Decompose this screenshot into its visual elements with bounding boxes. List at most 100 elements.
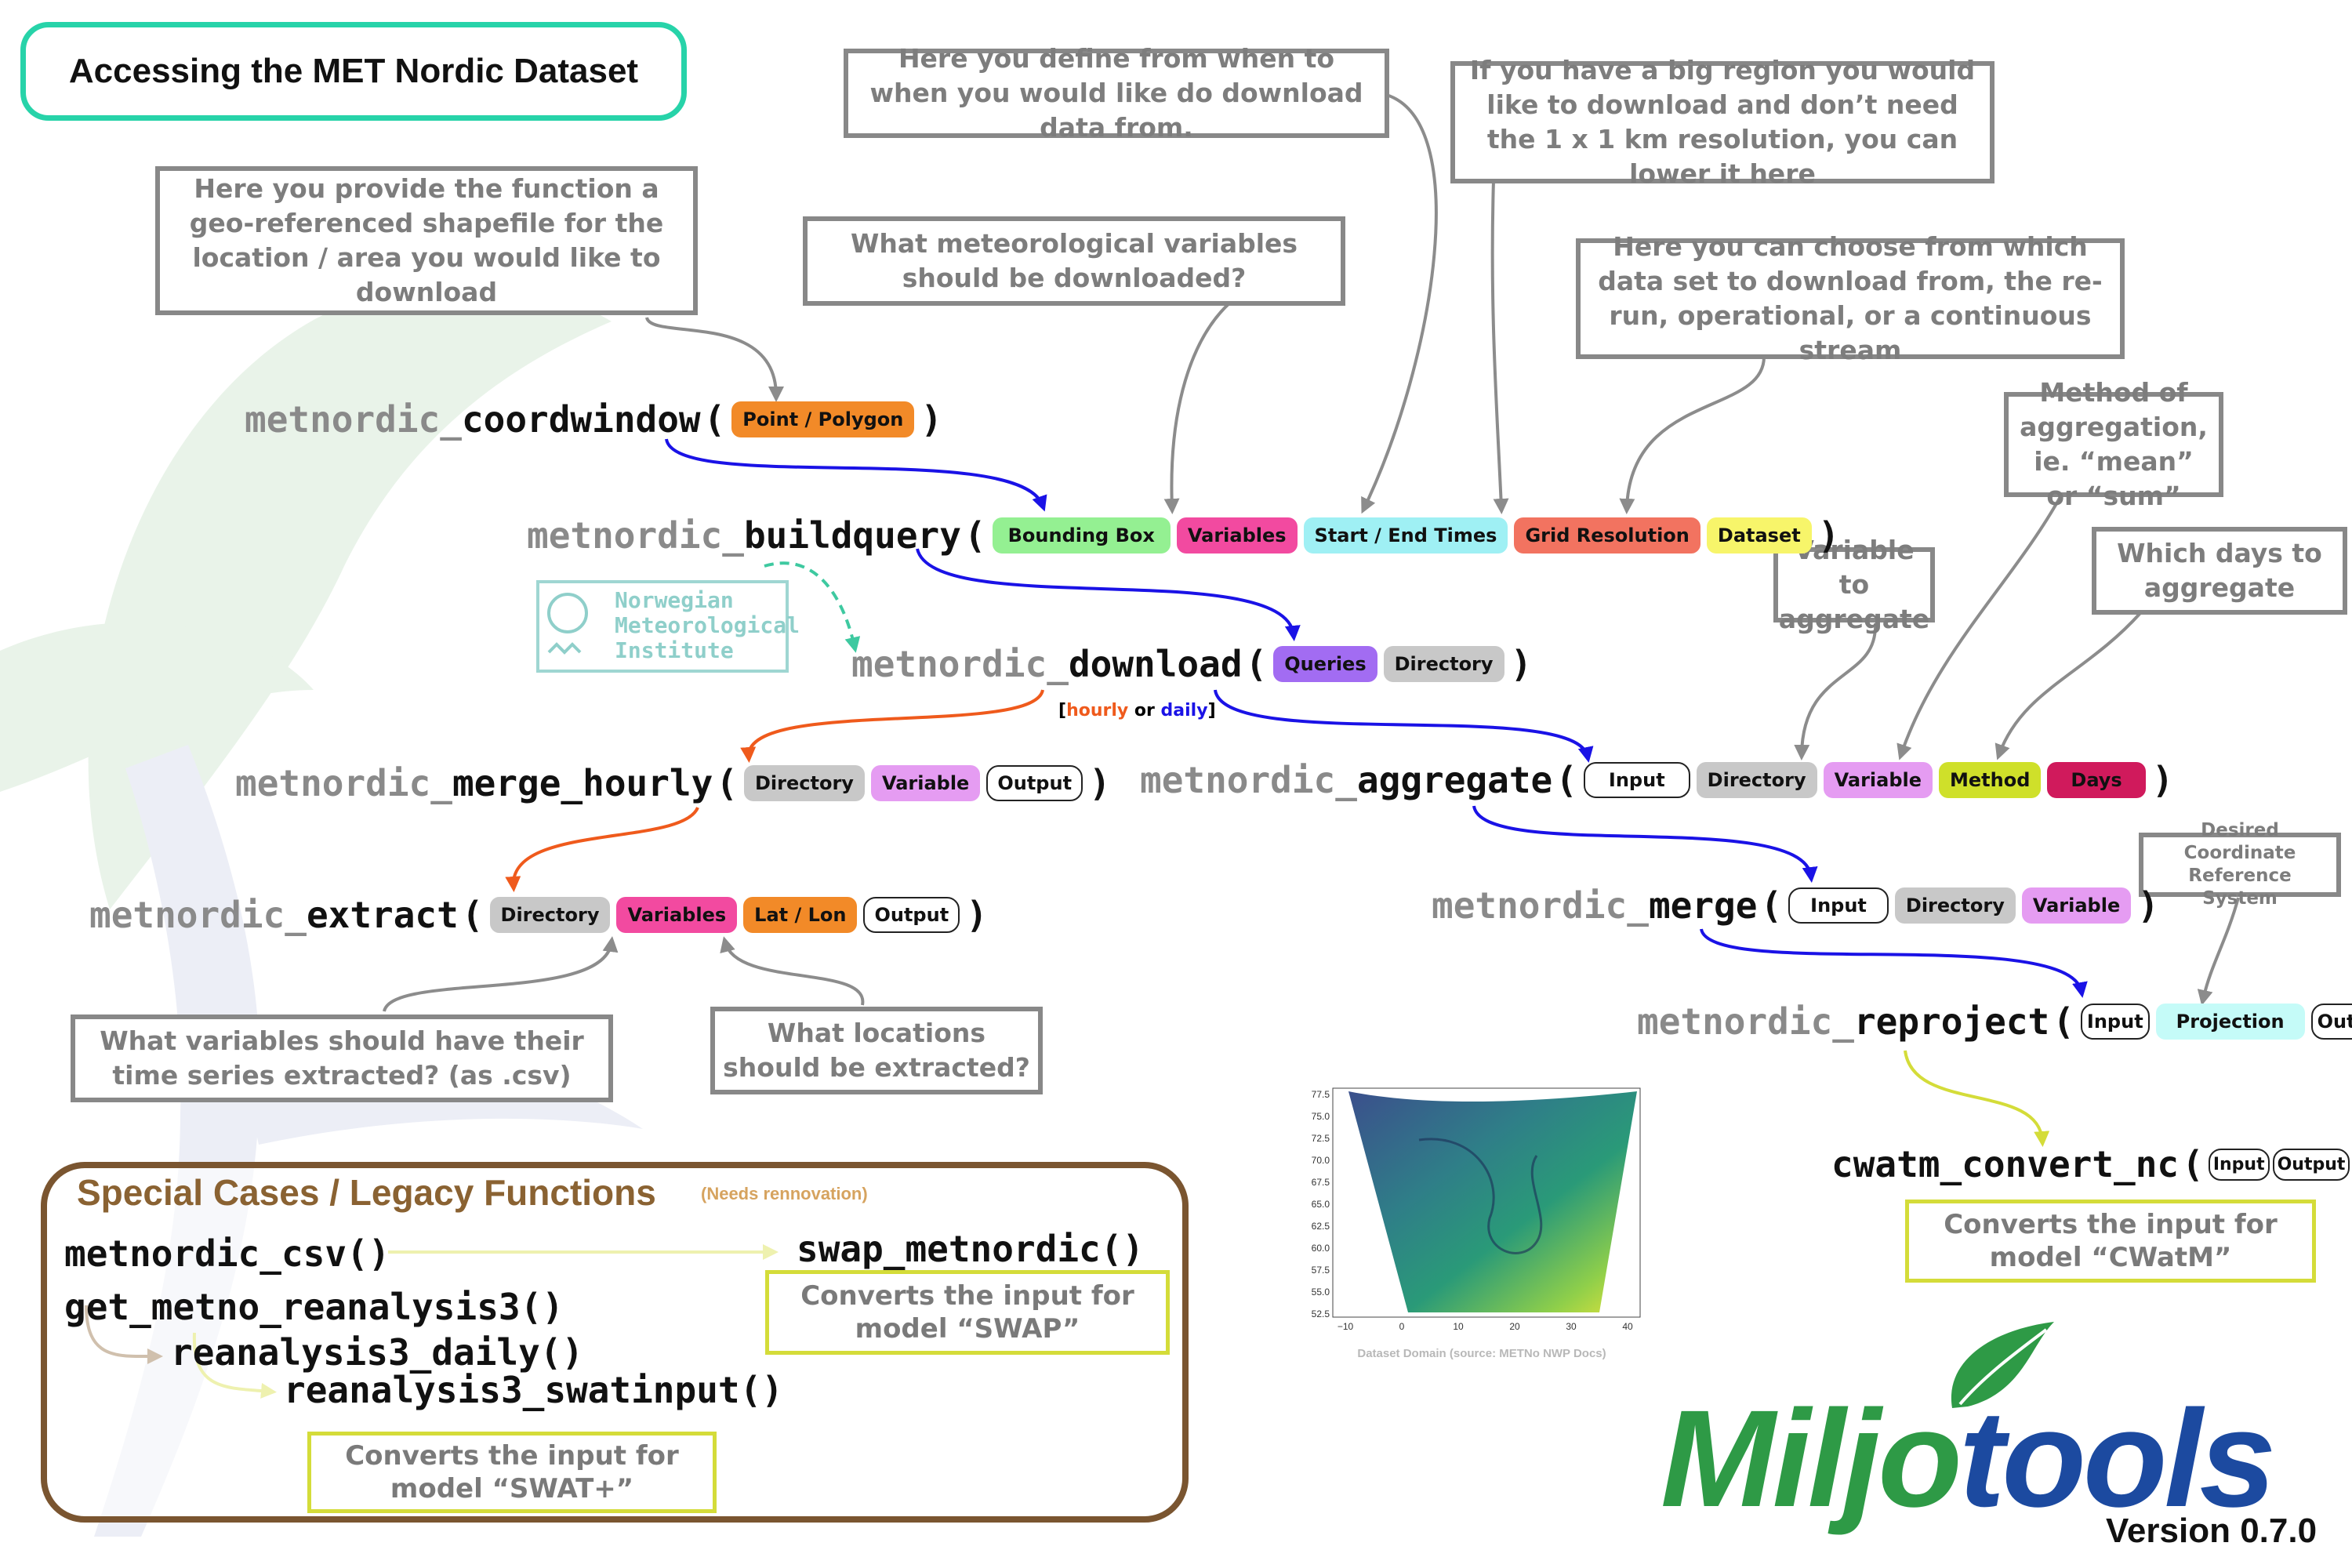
fn-metnordic-csv: metnordic_csv()	[64, 1232, 390, 1275]
map-y-tick: 67.5	[1312, 1177, 1330, 1188]
arg-input: Input	[2080, 1004, 2150, 1040]
arg-directory: Directory	[1383, 646, 1504, 682]
met-institute-logo: Norwegian Meteorological Institute	[536, 580, 800, 673]
met-logo-line3: Institute	[615, 637, 734, 663]
note-arrow-shapefile	[645, 317, 784, 402]
swat-note: Converts the input for model “SWAT+”	[307, 1432, 717, 1513]
map-y-tick: 77.5	[1312, 1089, 1330, 1100]
note-arrow-agg-variable	[1794, 622, 1878, 760]
arrow-buildquery-to-download	[916, 548, 1301, 641]
fn-buildquery: metnordic_buildquery( Bounding Box Varia…	[527, 514, 1840, 557]
arrow-aggregate-to-merge	[1472, 805, 1818, 883]
arg-input: Input	[1788, 887, 1889, 924]
fn-prefix: metnordic_	[235, 762, 452, 804]
note-extract-vars: What variables should have their time se…	[71, 1014, 613, 1102]
page-title: Accessing the MET Nordic Dataset	[20, 22, 687, 121]
arg-output: Output	[2272, 1148, 2350, 1181]
note-shapefile: Here you provide the function a geo-refe…	[155, 166, 698, 315]
legacy-title: Special Cases / Legacy Functions	[77, 1172, 656, 1213]
note-days: Which days to aggregate	[2092, 527, 2347, 615]
map-y-tick: 55.0	[1312, 1287, 1330, 1298]
arrow-coordwindow-to-buildquery	[665, 438, 1047, 512]
fn-cwatm-convert: cwatm_convert_nc( Input Output )	[1831, 1143, 2352, 1185]
note-arrow-days	[1994, 612, 2142, 760]
map-y-tick: 57.5	[1312, 1265, 1330, 1276]
note-method: Method of aggregation, ie. “mean” or “su…	[2004, 377, 2223, 511]
freq-or: or	[1134, 701, 1155, 720]
version-label: Version 0.7.0	[2106, 1512, 2318, 1550]
fn-get-metno-reanalysis3: get_metno_reanalysis3()	[64, 1286, 564, 1328]
arrow-download-to-aggregate	[1214, 689, 1594, 763]
map-caption: Dataset Domain (source: METNo NWP Docs)	[1357, 1347, 1606, 1360]
map-y-tick: 62.5	[1312, 1221, 1330, 1232]
note-arrow-time	[1361, 93, 1438, 514]
freq-daily: daily	[1160, 701, 1208, 720]
arg-input: Input	[1583, 762, 1690, 798]
map-x-tick: 20	[1509, 1321, 1520, 1332]
note-variables: What meteorological variables should be …	[803, 216, 1345, 306]
fn-prefix: metnordic_	[1637, 1000, 1854, 1043]
fn-name: merge_hourly	[452, 762, 713, 804]
arg-output: Output	[863, 897, 960, 933]
fn-swap-metnordic: swap_metnordic()	[797, 1228, 1145, 1270]
miljotools-logo: Miljotools	[1661, 1380, 2276, 1538]
arg-directory: Directory	[1894, 887, 2016, 924]
arrow-reproject-to-cwatm	[1904, 1050, 2050, 1147]
map-y-ticks: 77.575.072.570.067.565.062.560.057.555.0…	[1312, 1089, 1330, 1319]
note-arrow-variables	[1163, 300, 1232, 514]
legacy-needs-renovation: (Needs rennovation)	[701, 1184, 868, 1203]
arg-queries: Queries	[1273, 646, 1377, 682]
fn-reproject: metnordic_reproject( Input Projection Ou…	[1637, 1000, 2352, 1043]
map-y-tick: 75.0	[1312, 1111, 1330, 1122]
arg-dataset: Dataset	[1706, 517, 1812, 554]
arrow-merge-hourly-to-extract	[505, 807, 699, 892]
met-logo-line1: Norwegian	[615, 587, 734, 613]
download-frequency: [hourly or daily]	[1058, 701, 1216, 720]
arg-output: Output	[2310, 1004, 2352, 1040]
arg-method: Method	[1939, 762, 2042, 798]
leaf-logo-icon	[1951, 1322, 2054, 1408]
note-arrow-crs	[2197, 897, 2240, 1006]
arg-directory: Directory	[489, 897, 611, 933]
fn-prefix: metnordic_	[245, 398, 462, 441]
arg-bounding-box: Bounding Box	[992, 517, 1171, 554]
note-crs: Desired Coordinate Reference System	[2139, 820, 2341, 909]
fn-name: merge	[1648, 884, 1758, 927]
map-x-tick: 0	[1399, 1321, 1405, 1332]
note-arrow-extract-vars	[383, 936, 619, 1012]
arrow-merge-to-reproject	[1700, 928, 2088, 998]
fn-extract: metnordic_extract( Directory Variables L…	[89, 894, 988, 936]
arg-point-polygon: Point / Polygon	[731, 401, 915, 437]
fn-name: cwatm_convert_nc	[1831, 1143, 2180, 1185]
note-resolution: If you have a big region you would like …	[1450, 55, 1994, 189]
fn-aggregate: metnordic_aggregate( Input Directory Var…	[1140, 759, 2174, 801]
fn-name: download	[1068, 643, 1243, 685]
arg-variable: Variable	[2021, 887, 2132, 924]
map-y-tick: 60.0	[1312, 1243, 1330, 1254]
map-x-tick: 10	[1453, 1321, 1464, 1332]
map-x-tick: 30	[1566, 1321, 1577, 1332]
fn-name: aggregate	[1356, 759, 1553, 801]
map-y-tick: 65.0	[1312, 1199, 1330, 1210]
fn-name: extract	[306, 894, 459, 936]
map-y-tick: 72.5	[1312, 1133, 1330, 1144]
arg-variables: Variables	[616, 897, 738, 933]
note-arrow-locations	[720, 936, 865, 1006]
note-dataset: Here you can choose from which data set …	[1576, 231, 2125, 365]
brand-part1: Miljo	[1661, 1382, 1962, 1536]
note-arrow-resolution	[1490, 180, 1509, 514]
map-y-tick: 52.5	[1312, 1308, 1330, 1319]
note-arrow-dataset	[1619, 356, 1766, 514]
freq-hourly: hourly	[1066, 701, 1129, 720]
fn-reanalysis3-daily: reanalysis3_daily()	[171, 1331, 584, 1374]
arg-start-end-times: Start / End Times	[1303, 517, 1508, 554]
arg-lat-lon: Lat / Lon	[743, 897, 858, 933]
swap-note: Converts the input for model “SWAP”	[765, 1270, 1170, 1355]
arg-variable: Variable	[1823, 762, 1933, 798]
fn-name: coordwindow	[461, 398, 701, 441]
note-locations: What locations should be extracted?	[710, 1007, 1043, 1094]
fn-coordwindow: metnordic_coordwindow( Point / Polygon )	[245, 398, 943, 441]
arg-projection: Projection	[2155, 1004, 2305, 1040]
fn-merge-hourly: metnordic_merge_hourly( Directory Variab…	[235, 762, 1111, 804]
